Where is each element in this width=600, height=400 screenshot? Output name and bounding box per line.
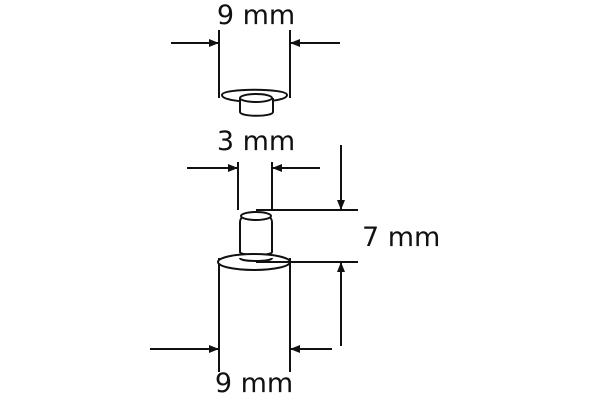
- bottom-width-label: 9 mm: [215, 368, 293, 399]
- pin-width-label: 3 mm: [217, 126, 295, 157]
- pin-height-dimension: [256, 145, 358, 346]
- bottom-body: [217, 253, 291, 372]
- pin-height-label: 7 mm: [362, 222, 440, 253]
- top-width-label: 9 mm: [217, 0, 295, 31]
- top-cap: [218, 30, 291, 117]
- pin: [237, 162, 273, 256]
